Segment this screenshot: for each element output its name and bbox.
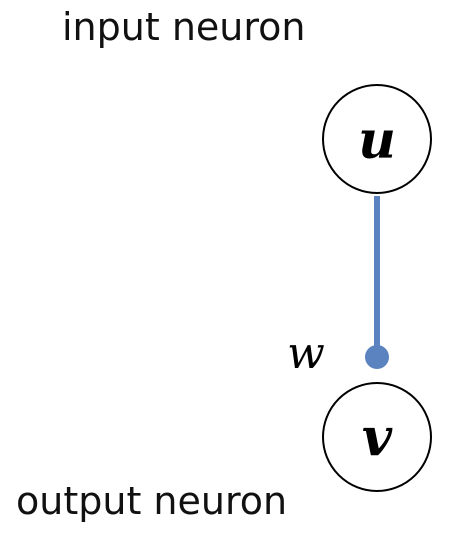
weight-symbol: w: [287, 328, 325, 379]
output-neuron-symbol: v: [362, 407, 393, 468]
input-neuron-label: input neuron: [62, 5, 306, 49]
weight-dot: [365, 345, 389, 369]
input-neuron-symbol: u: [358, 110, 396, 171]
output-neuron-node: [322, 382, 432, 492]
input-neuron-node: [322, 84, 432, 194]
output-neuron-label: output neuron: [16, 479, 288, 523]
